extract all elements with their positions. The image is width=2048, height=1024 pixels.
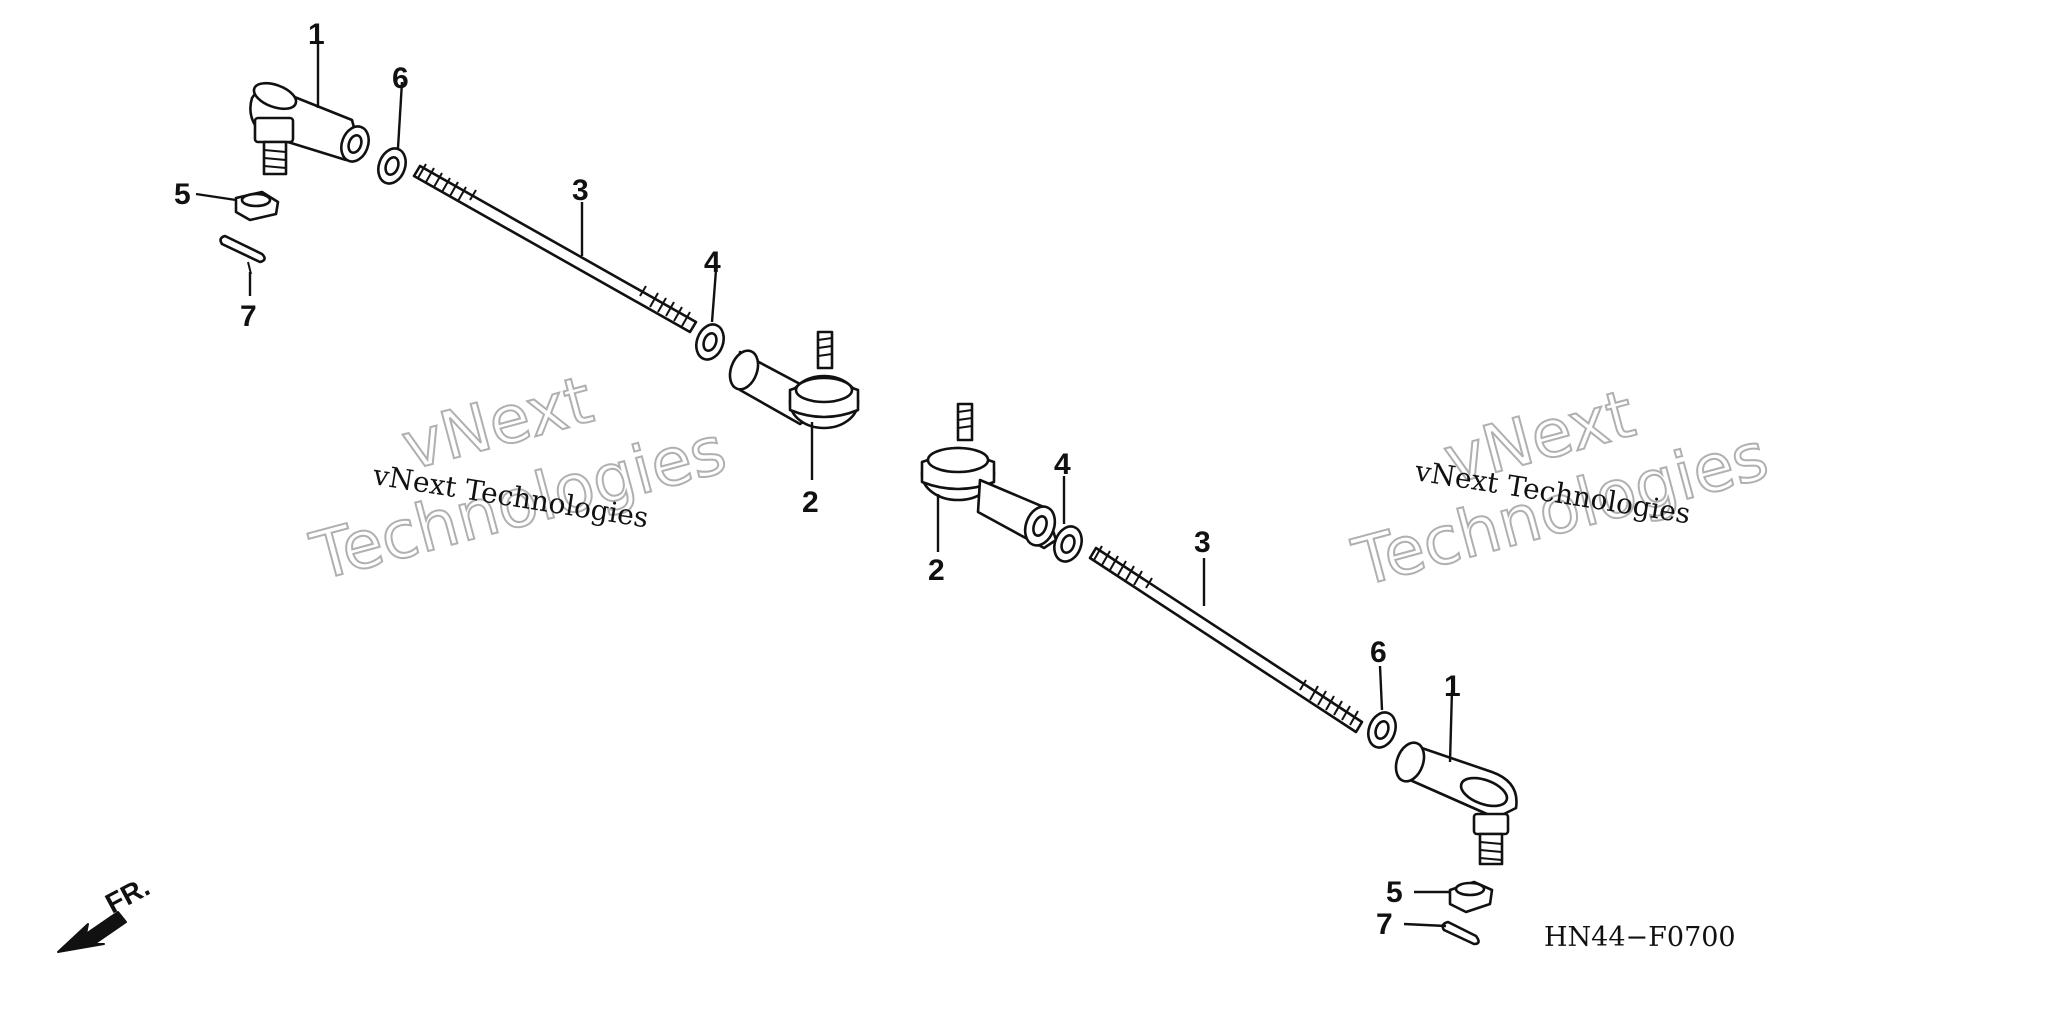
callout-6-lower: 6 — [1370, 636, 1387, 669]
diagram-code: HN44−F0700 — [1544, 922, 1736, 953]
callout-1-lower: 1 — [1444, 670, 1461, 703]
callout-3-lower: 3 — [1194, 526, 1211, 559]
leaders-lower — [936, 476, 1454, 928]
part-3-tie-rod-upper — [412, 163, 698, 334]
rod-thread-lower-left — [1093, 545, 1143, 586]
part-2-tie-rod-end-lower — [920, 402, 1058, 550]
callout-2-lower: 2 — [928, 554, 945, 587]
part-6-washer-lower — [1367, 711, 1397, 749]
rod-thread-upper-right — [649, 292, 691, 327]
callout-7-upper: 7 — [240, 300, 257, 333]
part-1-tie-rod-end-upper — [249, 81, 370, 176]
callout-4-lower: 4 — [1054, 448, 1071, 481]
upper-assembly: 1 6 5 7 3 4 2 — [174, 18, 860, 519]
callout-5-upper: 5 — [174, 178, 191, 211]
part-6-washer-upper — [377, 147, 407, 185]
front-label: FR. — [100, 871, 154, 920]
part-4-nut-upper — [695, 323, 725, 361]
rod-thread-upper-left — [417, 163, 467, 202]
part-5-castle-nut-upper — [234, 190, 280, 222]
leaders-upper — [195, 40, 814, 480]
part-5-castle-nut-lower — [1448, 880, 1494, 914]
part-7-cotter-pin-upper — [219, 234, 266, 275]
front-arrow-icon — [57, 911, 127, 953]
part-2-tie-rod-end-upper — [728, 330, 860, 430]
callout-1-upper: 1 — [308, 18, 325, 51]
watermark-right: vNext Technologies vNext Technologies — [1344, 374, 1776, 603]
callout-6-upper: 6 — [392, 62, 409, 95]
part-7-cotter-pin-lower — [1441, 920, 1480, 946]
front-direction-indicator: FR. — [57, 871, 155, 953]
callout-4-upper: 4 — [704, 246, 721, 279]
part-3-tie-rod-lower — [1088, 545, 1364, 734]
rod-thread-lower-right — [1309, 685, 1359, 726]
lower-assembly: 2 4 3 6 1 5 7 — [920, 402, 1518, 946]
part-4-nut-lower — [1053, 525, 1083, 563]
part-1-tie-rod-end-lower — [1394, 741, 1518, 866]
callout-5-lower: 5 — [1386, 876, 1403, 909]
watermark-left: vNext Technologies vNext Technologies — [302, 360, 734, 597]
callout-2-upper: 2 — [802, 486, 819, 519]
callout-3-upper: 3 — [572, 174, 589, 207]
callout-7-lower: 7 — [1376, 908, 1393, 941]
